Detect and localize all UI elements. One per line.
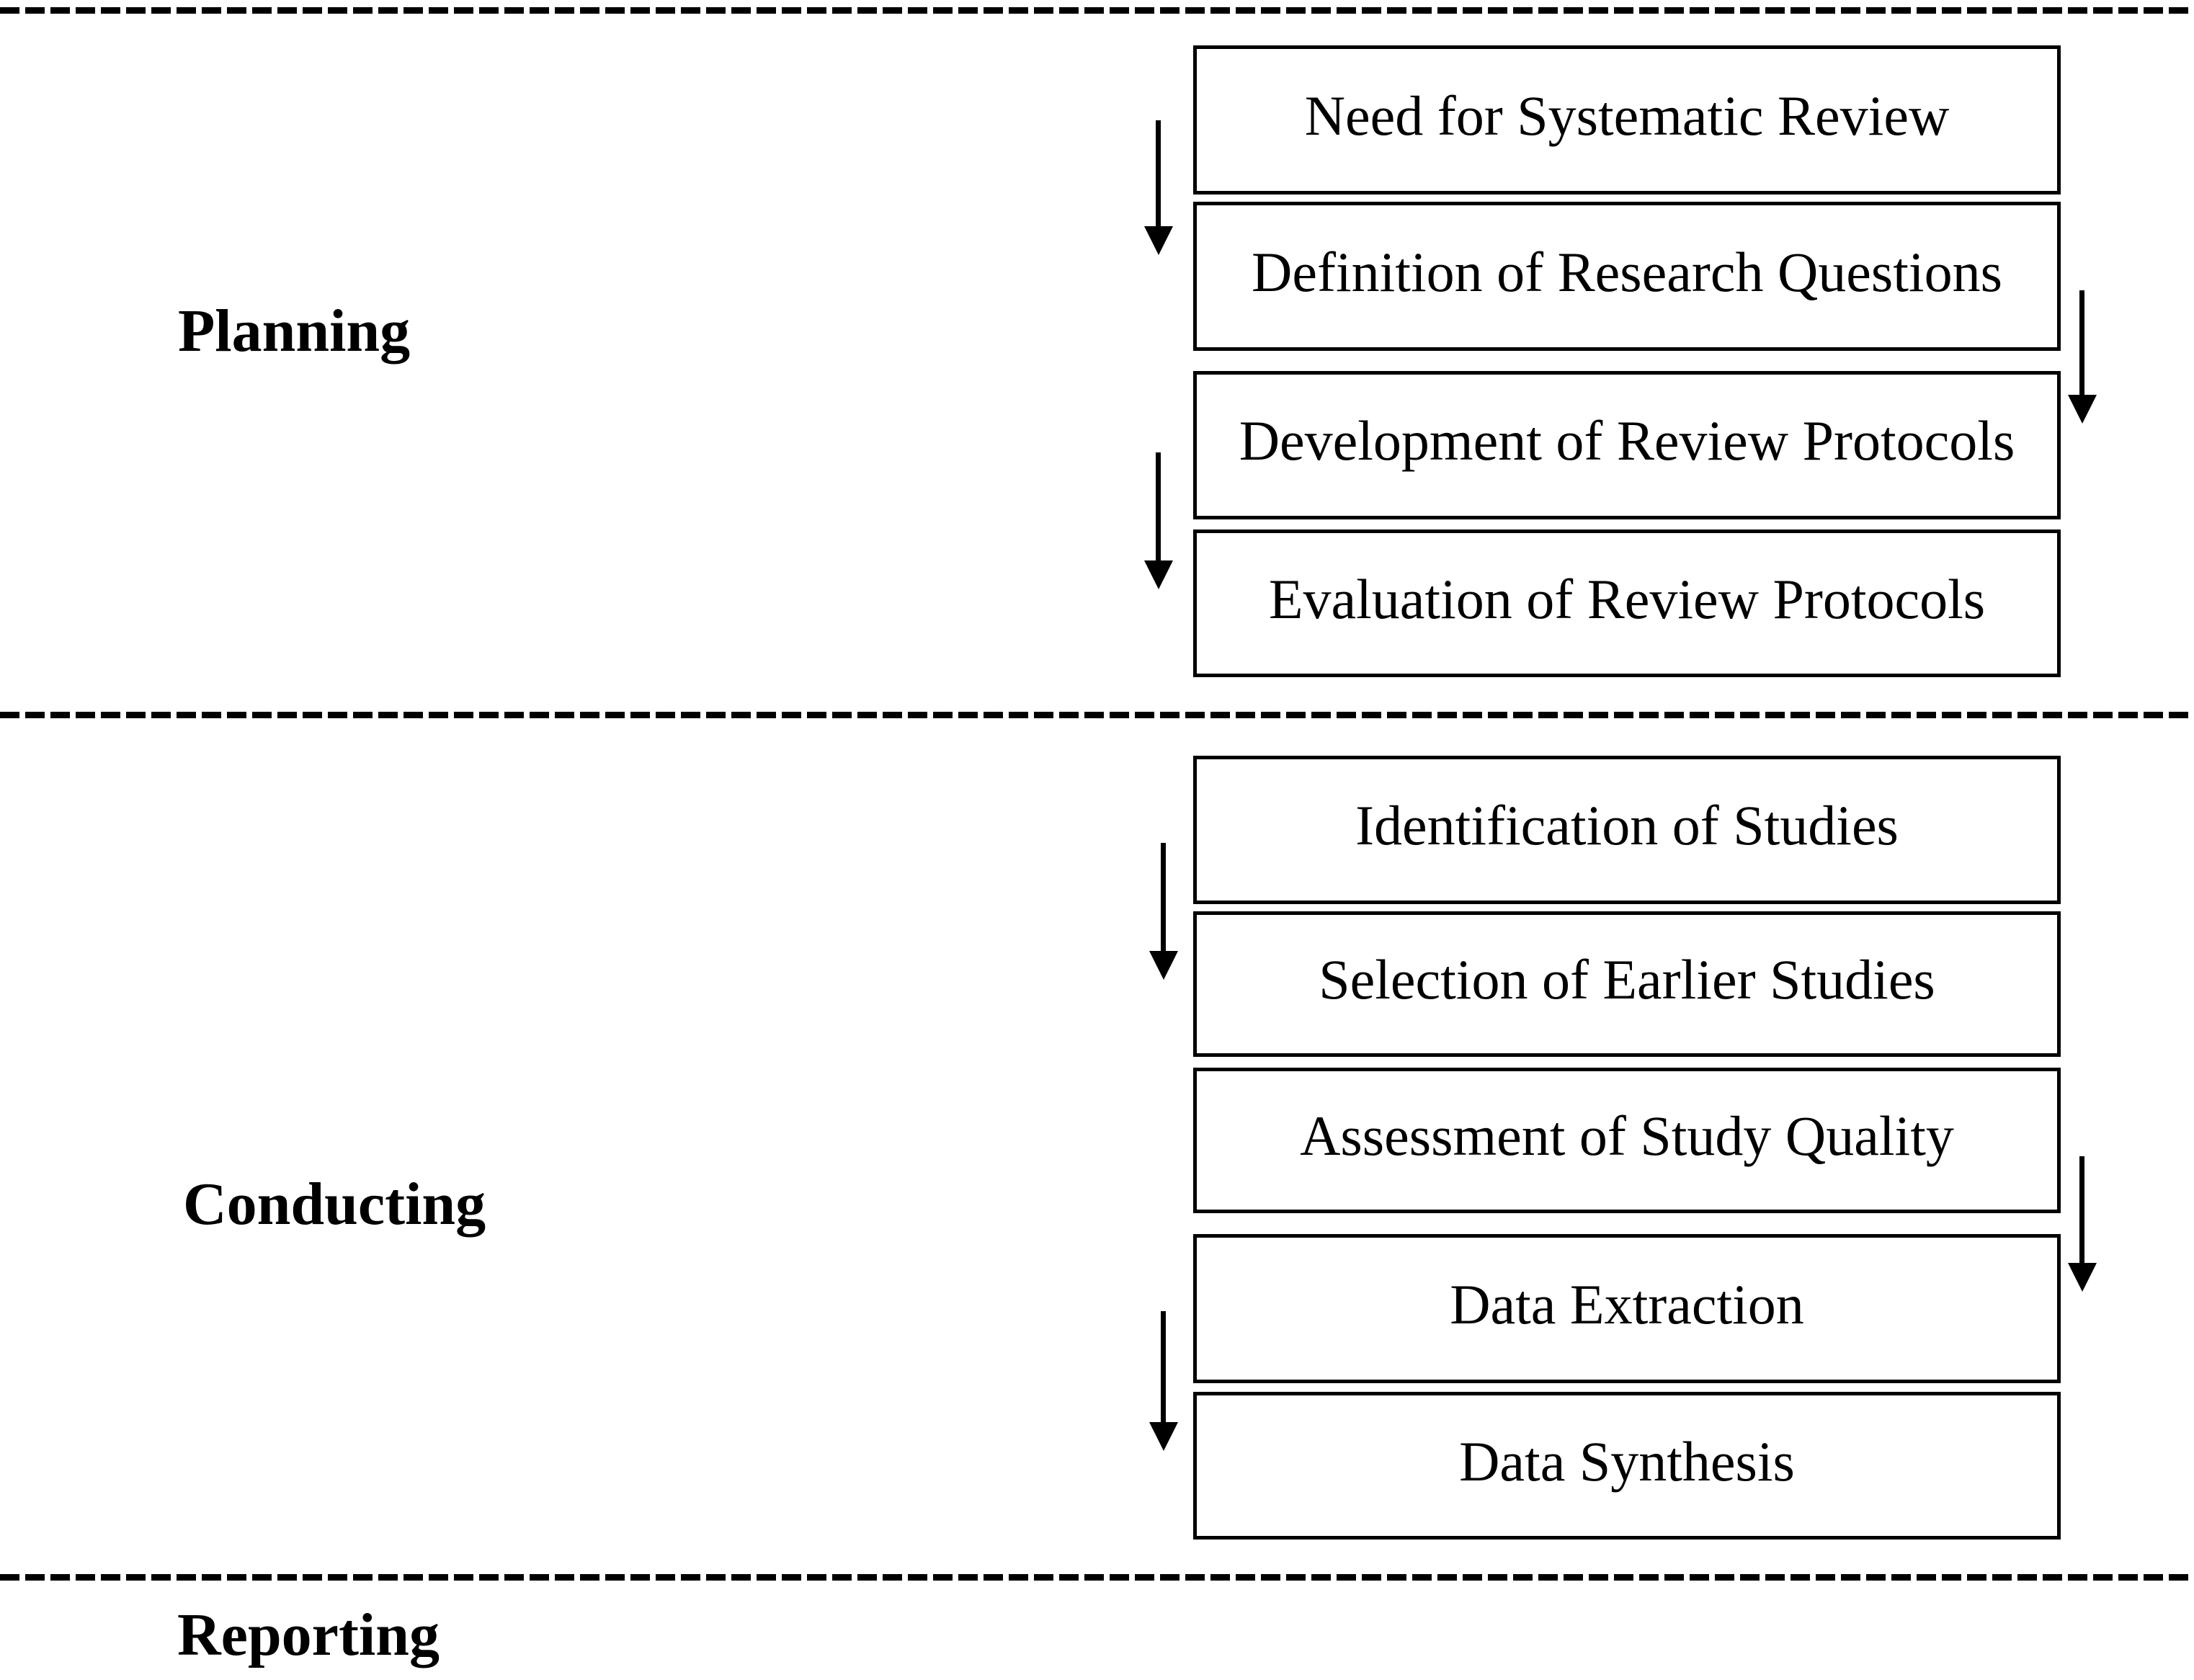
step-box-definition-of-research-questions: Definition of Research Questions	[1193, 202, 2061, 351]
arrow-stem	[2079, 290, 2084, 395]
step-label: Evaluation of Review Protocols	[1268, 567, 1986, 630]
step-box-assessment-of-study-quality: Assessment of Study Quality	[1193, 1068, 2061, 1213]
phase-label-planning: Planning	[178, 298, 411, 365]
arrow-head	[2068, 395, 2097, 424]
step-box-identification-of-studies: Identification of Studies	[1193, 756, 2061, 904]
arrow-head	[1144, 560, 1173, 589]
arrow-head	[1149, 951, 1178, 980]
phase-separator-planning-conducting	[0, 712, 2194, 718]
step-label: Identification of Studies	[1355, 794, 1899, 857]
down-arrow-icon-step5-to-step6	[1149, 843, 1178, 980]
down-arrow-icon-step1-to-step2	[1144, 120, 1173, 255]
arrow-head	[1144, 226, 1173, 255]
down-arrow-icon-step7-to-step8	[2068, 1156, 2097, 1292]
down-arrow-icon-step3-to-step4	[1144, 452, 1173, 589]
step-box-data-synthesis: Data Synthesis	[1193, 1392, 2061, 1540]
step-label: Definition of Research Questions	[1252, 240, 2002, 303]
phase-label-reporting: Reporting	[177, 1601, 440, 1668]
phase-separator-top	[0, 7, 2194, 14]
step-label: Selection of Earlier Studies	[1319, 948, 1935, 1011]
step-label: Data Synthesis	[1459, 1429, 1795, 1493]
arrow-stem	[1161, 1311, 1166, 1422]
down-arrow-icon-step8-to-step9	[1149, 1311, 1178, 1451]
step-box-development-of-review-protocols: Development of Review Protocols	[1193, 371, 2061, 519]
arrow-stem	[2079, 1156, 2084, 1263]
arrow-stem	[1161, 843, 1166, 951]
step-box-data-extraction: Data Extraction	[1193, 1234, 2061, 1383]
step-label: Data Extraction	[1450, 1272, 1804, 1336]
step-label: Assessment of Study Quality	[1300, 1104, 1954, 1167]
arrow-stem	[1156, 452, 1161, 560]
arrow-stem	[1156, 120, 1161, 226]
step-box-evaluation-of-review-protocols: Evaluation of Review Protocols	[1193, 530, 2061, 677]
phase-separator-conducting-reporting	[0, 1574, 2194, 1581]
down-arrow-icon-step2-to-step3	[2068, 290, 2097, 424]
step-label: Need for Systematic Review	[1304, 84, 1950, 147]
phase-label-conducting: Conducting	[183, 1171, 486, 1238]
arrow-head	[2068, 1263, 2097, 1292]
arrow-head	[1149, 1422, 1178, 1451]
step-label: Development of Review Protocols	[1239, 409, 2015, 472]
step-box-need-for-systematic-review: Need for Systematic Review	[1193, 45, 2061, 195]
step-box-selection-of-earlier-studies: Selection of Earlier Studies	[1193, 911, 2061, 1057]
